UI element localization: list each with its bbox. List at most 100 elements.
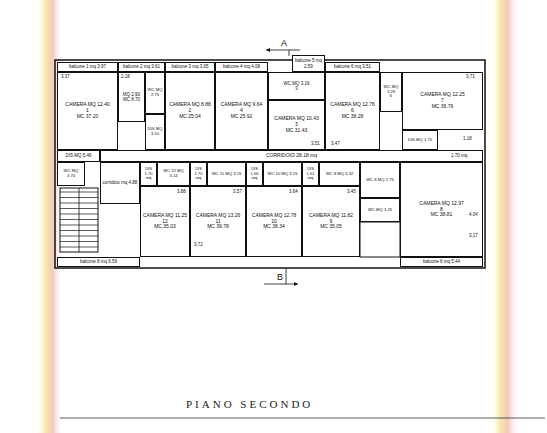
- room-text: WC MQ 3.25: [368, 208, 392, 213]
- dimension: 3.57: [232, 189, 243, 194]
- section-line: [266, 50, 300, 51]
- room: DIS 1.70 mq: [190, 162, 207, 186]
- room-text: 3: [295, 86, 298, 91]
- room-text: MC 25.92: [231, 114, 253, 120]
- section-arrow: [294, 282, 298, 286]
- room-text: balcone 6 mq 5.44: [423, 259, 460, 264]
- dimension: 2.18: [120, 74, 131, 79]
- section-mark: A: [280, 38, 288, 48]
- room-text: balcone 5 mq 2.59: [294, 58, 323, 68]
- dimension: 4.04: [468, 212, 479, 217]
- room: CAMERA MQ 12.401MC 37.20: [57, 72, 118, 150]
- balcony: balcone 3 mq 3.05: [165, 62, 215, 72]
- room-text: CORRIDOIO 28.18 mq: [266, 153, 317, 159]
- room: DIS MQ 1.75: [402, 130, 438, 150]
- balcony: balcone 4 mq 4.08: [215, 62, 268, 72]
- dimension: 3.45: [346, 189, 357, 194]
- room-text: MC 39.78: [207, 224, 229, 230]
- room: WC 8 MQ 2.75: [360, 162, 400, 198]
- room: WC 11 MQ 3.15: [207, 162, 246, 186]
- room-text: MC 25.04: [179, 114, 201, 120]
- dimension: 3.88: [176, 189, 187, 194]
- room-text: balcone 8 mq 6.59: [80, 259, 117, 264]
- dimension: 3.47: [330, 141, 341, 146]
- room: DIS 1.70 mq: [140, 162, 157, 186]
- balcony: balcone 5 mq 2.59: [292, 55, 325, 72]
- room: DIS 1.61 mq: [302, 162, 319, 186]
- stair-outline: [60, 188, 98, 252]
- room: WC MQ 3.25: [360, 198, 400, 222]
- balcony: balcone 1 mq 3.97: [57, 62, 118, 72]
- room-text: WC 11 MQ 3.15: [212, 172, 242, 177]
- room-text: MC 8.70: [123, 97, 140, 102]
- room-text: balcone 3 mq 3.05: [171, 64, 208, 69]
- room: WC MQ 3.296: [380, 72, 402, 112]
- section-line: [286, 268, 287, 284]
- room-text: MC 31.43: [286, 128, 308, 134]
- room-text: balcone 4 mq 4.08: [223, 64, 260, 69]
- room: CAMERA MQ 12.7810MC 38.34: [246, 186, 302, 257]
- room: corridoio mq 4.88: [100, 162, 140, 204]
- room-text: balcone 2 mq 3.61: [123, 64, 160, 69]
- plan-title: PIANO SECONDO: [186, 398, 313, 410]
- room: DIS MQ 3.10: [145, 114, 165, 150]
- room: CORRIDOIO 28.18 mq: [100, 150, 483, 162]
- room-text: DIS MQ 3.10: [147, 127, 163, 137]
- room-text: WC MQ 3.29: [382, 85, 400, 95]
- sheet-line: [60, 418, 545, 419]
- room: WC 10 MQ 3.25: [263, 162, 302, 186]
- room-text: MC 38.81: [431, 212, 453, 218]
- balcony: balcone 6 mq 5.44: [400, 257, 483, 267]
- room-text: WC MQ 2.75: [147, 88, 163, 98]
- room: CAMERA MQ 12.257MC 36.76: [402, 72, 483, 130]
- room-text: DIS MQ 1.75: [408, 138, 432, 143]
- room: CAMERA MQ 12.978MC 38.81: [400, 162, 483, 257]
- room-text: balcone 1 mq 3.97: [69, 64, 106, 69]
- dimension: 3.17: [468, 233, 479, 238]
- outer-wall: [55, 60, 485, 268]
- room-text: WC MQ 3.16: [283, 81, 309, 86]
- room: WC MQ 3.163: [268, 72, 325, 100]
- room-text: MC 37.20: [77, 114, 99, 120]
- room-text: DIS 1.70 mq: [192, 167, 205, 181]
- room: WC MQ 3.70: [57, 162, 85, 186]
- room-text: WC 12 MQ 3.14: [159, 169, 188, 179]
- stair-divider: [79, 188, 80, 252]
- room-text: DIS 1.70 mq: [142, 167, 155, 181]
- room: CAMERA MQ 12.766MC 38.28: [325, 72, 380, 150]
- dimension: 3.71: [465, 74, 476, 79]
- balcony: balcone 2 mq 3.61: [118, 62, 165, 72]
- room-text: DIS 1.66 mq: [248, 167, 261, 181]
- room: CAMERA MQ 11.829MC 35.05: [302, 186, 360, 257]
- room-text: MC 38.28: [342, 114, 364, 120]
- room-text: MC 38.34: [263, 224, 285, 230]
- room-text: DIS 1.61 mq: [304, 167, 317, 181]
- room-text: MC 35.03: [154, 224, 176, 230]
- scan-band: [490, 0, 520, 433]
- room-text: MC 35.05: [320, 224, 342, 230]
- dimension: 3.51: [310, 141, 321, 146]
- balcony: balcone 6 mq 3.51: [325, 62, 380, 72]
- dimension: 1.70 mq: [450, 153, 468, 158]
- section-line: [289, 50, 290, 56]
- room-text: MC 36.76: [432, 104, 454, 110]
- room: CAMERA MQ 8.882MC 25.04: [165, 72, 215, 150]
- room: DIS MQ 5.46: [57, 150, 100, 162]
- room: CAMERA MQ 11.2512MC 35.03: [140, 186, 190, 257]
- room-outline: [360, 222, 400, 257]
- room-text: 6: [390, 94, 392, 99]
- room-text: WC 10 MQ 3.25: [267, 172, 297, 177]
- room-text: WC 8 MQ 2.75: [366, 178, 394, 183]
- room: WC 12 MQ 3.14: [157, 162, 190, 186]
- room: WC 9 MQ 3.32: [319, 162, 360, 186]
- dimension: 3.37: [60, 74, 71, 79]
- dimension: 3.64: [288, 189, 299, 194]
- room-text: WC MQ 3.70: [59, 169, 83, 179]
- balcony: balcone 8 mq 6.59: [57, 257, 140, 267]
- room-text: corridoio mq 4.88: [103, 180, 138, 185]
- room-text: WC 9 MQ 3.32: [326, 172, 354, 177]
- section-arrow: [266, 48, 270, 52]
